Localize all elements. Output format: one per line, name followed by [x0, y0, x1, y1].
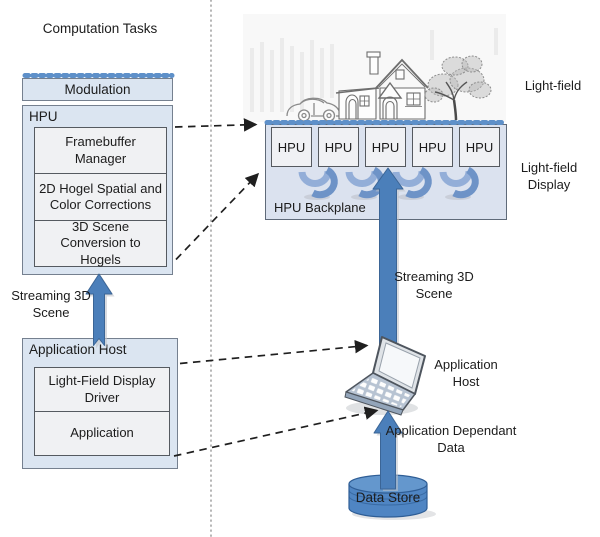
connector-application-to-laptop [173, 406, 379, 457]
light-field-sketch [243, 14, 506, 122]
hpu-unit-2: HPU [318, 127, 359, 167]
application-host-box-label: Application Host [29, 342, 127, 357]
application-host-label-right: Application Host [434, 357, 498, 389]
connector-driver-to-laptop [179, 339, 369, 365]
tree-art [424, 55, 492, 121]
sketch-background [243, 14, 506, 122]
house-art [335, 51, 429, 120]
application-cell: Application [34, 411, 170, 456]
hpu-box-label: HPU [29, 109, 58, 124]
hpu-unit-3: HPU [365, 127, 406, 167]
streaming-scene-label-left: Streaming 3D Scene [11, 288, 91, 320]
application-dependant-data-label: Application Dependant Data [385, 423, 517, 455]
hpu-unit-4: HPU [412, 127, 453, 167]
modulation-box: Modulation [22, 78, 173, 101]
lf-display-driver-cell: Light-Field Display Driver [34, 367, 170, 412]
data-store-label: Data Store [355, 490, 421, 505]
connector-hpu-to-backplane [175, 172, 260, 261]
car-art [286, 97, 341, 122]
app-host-stack: Light-Field Display Driver Application [34, 367, 170, 456]
task-hogel-corrections: 2D Hogel Spatial and Color Corrections [34, 173, 167, 221]
streaming-scene-label-right: Streaming 3D Scene [394, 269, 474, 301]
laptop-icon [344, 336, 426, 416]
hpu-unit-5: HPU [459, 127, 500, 167]
hpu-box: HPU Framebuffer Manager 2D Hogel Spatial… [22, 105, 173, 275]
application-host-box: Application Host Light-Field Display Dri… [22, 338, 178, 469]
sketch-texture [250, 28, 498, 112]
task-scene-conversion: 3D Scene Conversion to Hogels [34, 219, 167, 267]
computation-tasks-heading: Computation Tasks [42, 21, 158, 36]
light-field-display-label: Light-field Display [520, 160, 578, 192]
hpu-backplane-label: HPU Backplane [274, 200, 366, 215]
hpu-task-stack: Framebuffer Manager 2D Hogel Spatial and… [34, 127, 167, 267]
task-framebuffer-manager: Framebuffer Manager [34, 127, 167, 174]
connector-modulation-to-display [174, 118, 258, 132]
modulation-label: Modulation [64, 82, 131, 97]
hpu-unit-1: HPU [271, 127, 312, 167]
light-field-label: Light-field [524, 78, 582, 93]
